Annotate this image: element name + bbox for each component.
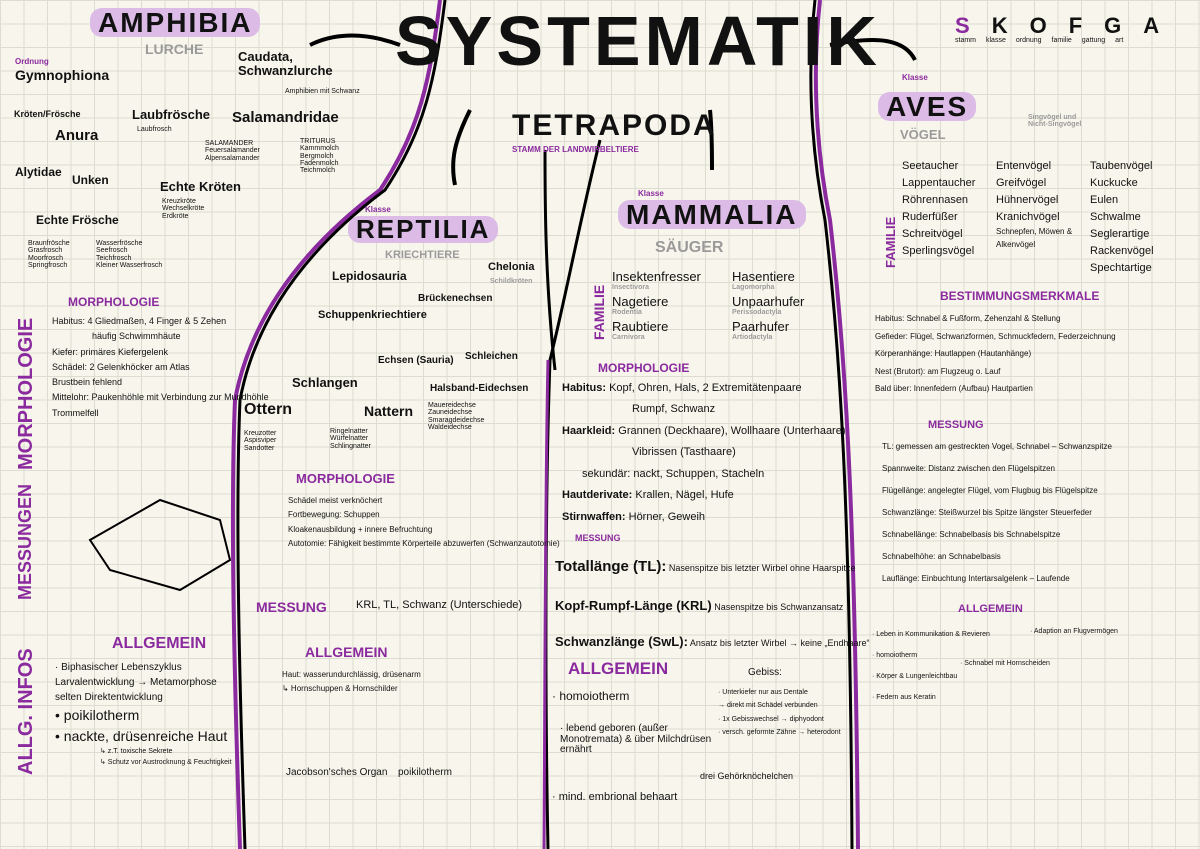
family-echte-kroeten: Echte Kröten [160,179,241,194]
reptilia-messung-title: MESSUNG [256,599,327,615]
aves-messung-title: MESSUNG [928,419,984,431]
subtitle-note: STAMM DER LANDWIRBELTIERE [512,145,639,154]
amphibia-morph-list: Habitus: 4 Gliedmaßen, 4 Finger & 5 Zehe… [52,316,269,418]
bestimmung-list: Habitus: Schnabel & Fußform, Zehenzahl &… [875,314,1116,394]
reptilia-allg-list: Haut: wasserundurchlässig, drüsenarm↳ Ho… [282,670,421,693]
echsen: Echsen (Sauria) [378,355,454,366]
chelonia: Chelonia [488,261,535,273]
side-label-morphologie: MORPHOLOGIE [15,317,37,470]
gehoerknoechelchen: drei Gehörknöchelchen [700,771,794,781]
ottern: Ottern [244,401,292,418]
family-alytidae: Alytidae [15,165,62,179]
jacobson-organ: Jacobson'sches Organ [286,767,388,778]
mammalia-title: MAMMALIA [618,200,806,229]
schlangen: Schlangen [292,375,358,390]
halsband-eidechsen: Halsband-Eidechsen [430,383,529,394]
caudata-note: Amphibien mit Schwanz [285,88,360,95]
side-label-messungen: MESSUNGEN [15,483,35,600]
laubfrosch: Laubfrosch [137,126,172,133]
order-tag: Ordnung [15,57,49,66]
order-anura: Anura [55,127,99,144]
brueckenechsen: Brückenechsen [418,293,493,304]
aves-german: VÖGEL [900,127,946,142]
aves-allg-title: ALLGEMEIN [958,603,1023,615]
subtitle: TETRAPODA [512,109,717,142]
mammalia-morph-title: MORPHOLOGIE [598,361,690,375]
lebend-geboren: · lebend geboren (außer Monotremata) & ü… [560,723,712,755]
reptilia-morph-title: MORPHOLOGIE [296,471,395,486]
side-label-allg-infos: ALLG. INFOS [15,648,37,775]
family-kroeten-froesche: Kröten/Frösche [14,109,81,119]
klasse-tag: Klasse [638,189,664,198]
mammalia-messung-title: MESSUNG [575,533,621,543]
homoiotherm: · homoiotherm [552,689,630,703]
amphibia-allg-title: ALLGEMEIN [112,635,207,652]
bestimmung-title: BESTIMMUNGSMERKMALE [940,289,1100,303]
reptilia-title: REPTILIA [348,215,499,244]
embrional-behaart: · mind. embrional behaart [552,791,678,803]
nattern: Nattern [364,403,414,419]
family-salamandridae: Salamandridae [232,109,339,126]
mammalia-messung-list: Totallänge (TL): Nasenspitze bis letzter… [555,558,870,650]
reptilia-allg-title: ALLGEMEIN [305,644,388,660]
aves-allg-list: · Leben in Kommunikation & Revieren· hom… [872,631,990,701]
schuppenkriechtiere: Schuppenkriechtiere [318,309,427,321]
aves-messung-list: TL: gemessen am gestreckten Vogel, Schna… [882,442,1112,583]
family-echte-froesche: Echte Frösche [36,213,119,227]
order-gymnophiona: Gymnophiona [15,67,110,83]
reptilia-messung: KRL, TL, Schwanz (Unterschiede) [356,599,523,611]
lepidosauria: Lepidosauria [332,269,407,283]
klasse-tag: Klasse [902,73,928,82]
schleichen: Schleichen [465,351,518,362]
aves-note: Singvögel und Nicht-Singvögel [1028,114,1082,129]
mammalia-german: SÄUGER [655,239,724,256]
amphibia-german: LURCHE [145,41,204,57]
familie-label: FAMILIE [591,284,607,340]
order-caudata: Caudata, Schwanzlurche [238,49,333,78]
reptilia-german: KRIECHTIERE [385,249,460,261]
page-title: SYSTEMATIK [395,2,881,80]
aves-title: AVES [878,92,977,121]
amphibia-title: AMPHIBIA [90,8,261,37]
aves-flugvermoegen: · Adaption an Flugvermögen [1030,628,1118,635]
mammalia-morph-list: Habitus: Kopf, Ohren, Hals, 2 Extremität… [562,382,846,523]
aves-schnabel: · Schnabel mit Hornscheiden [960,660,1050,667]
reptilia-poikilotherm: poikilotherm [398,767,452,778]
chelonia-note: Schildkröten [490,278,533,285]
mammalia-allg-title: ALLGEMEIN [568,659,669,678]
family-unken: Unken [72,173,109,187]
familie-label: FAMILIE [883,216,898,268]
amphibia-morph-title: MORPHOLOGIE [68,295,160,309]
family-laubfroesche: Laubfrösche [132,107,211,122]
klasse-tag: Klasse [365,205,391,214]
frog-drawing [88,498,232,592]
gebiss-list: · Unterkiefer nur aus Dentale→ direkt mi… [718,689,841,736]
gebiss-title: Gebiss: [748,667,782,678]
